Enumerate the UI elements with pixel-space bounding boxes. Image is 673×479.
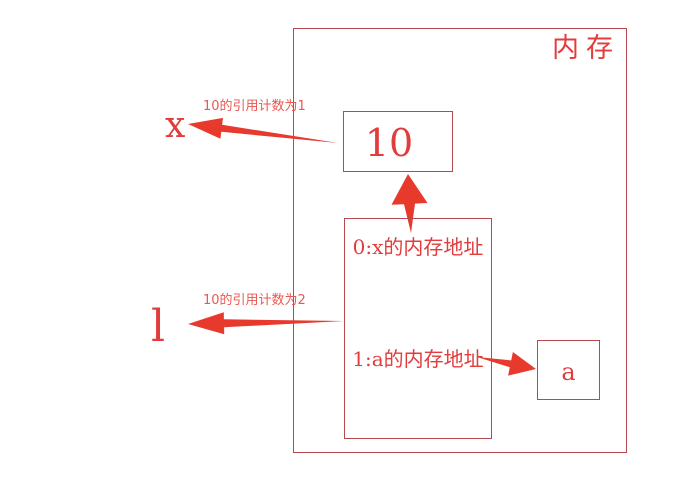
reference-table bbox=[344, 218, 492, 439]
refcount-2-caption: 10的引用计数为2 bbox=[203, 293, 306, 308]
memory-box bbox=[293, 28, 627, 453]
memory-title: 内存 bbox=[552, 33, 620, 64]
value-box-10: 10 bbox=[343, 111, 453, 172]
variable-x-label: x bbox=[165, 105, 186, 146]
variable-l-label: l bbox=[151, 301, 166, 352]
value-box-10-label: 10 bbox=[364, 120, 414, 165]
a-object-box-label: a bbox=[561, 358, 576, 386]
refcount-1-caption: 10的引用计数为1 bbox=[203, 99, 306, 114]
a-object-box: a bbox=[537, 340, 600, 400]
reference-table-row-0: 0:x的内存地址 bbox=[352, 235, 484, 259]
reference-table-row-1: 1:a的内存地址 bbox=[352, 347, 484, 371]
